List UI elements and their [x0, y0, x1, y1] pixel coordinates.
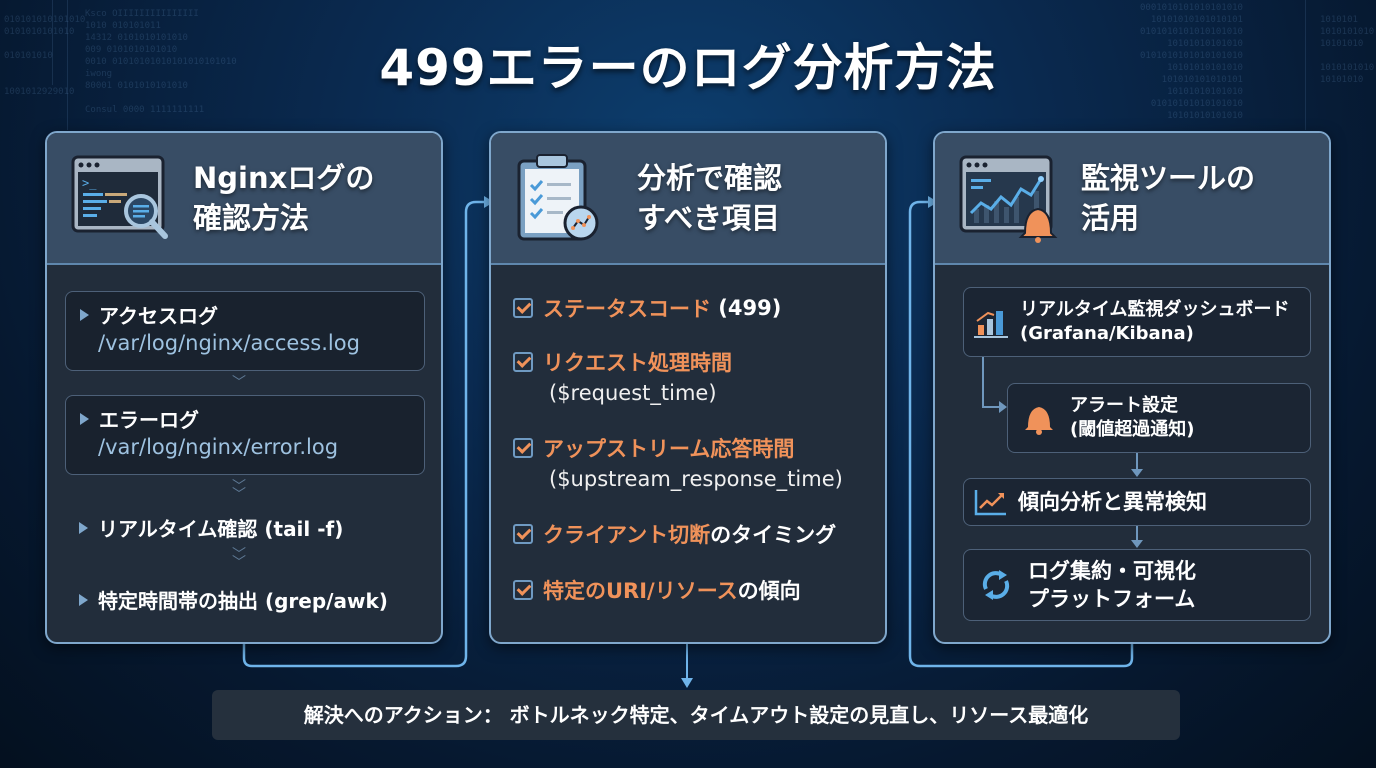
panel-analysis-items: 分析で確認 すべき項目 ステータスコード (499) リクエスト処理時間 ($r… [489, 131, 887, 644]
alert-line1: アラート設定 [1070, 395, 1178, 416]
background-code-right: 0001010101010101010 10101010101010101 01… [1140, 3, 1243, 121]
double-chevron-down-icon: ﹀﹀ [232, 479, 246, 503]
check-highlight: アップストリーム応答時間 [543, 437, 795, 461]
check-rest: の傾向 [737, 579, 801, 603]
trend-analysis-label: 傾向分析と異常検知 [1018, 490, 1207, 514]
refresh-icon [982, 570, 1010, 600]
terminal-search-icon: >_ [71, 155, 168, 239]
checkbox-checked-icon [513, 580, 533, 600]
triangle-bullet-icon [80, 412, 89, 425]
bell-icon [1025, 407, 1053, 435]
access-log-label: アクセスログ [99, 304, 218, 328]
realtime-check-item: リアルタイム確認 (tail -f) [79, 513, 343, 542]
platform-line1: ログ集約・可視化 [1028, 559, 1196, 583]
error-log-box[interactable]: エラーログ /var/log/nginx/error.log [65, 395, 425, 475]
check-sub: ($request_time) [549, 381, 717, 405]
check-highlight: ステータスコード [543, 297, 711, 321]
arrow-down-icon [1131, 526, 1143, 548]
clipboard-checklist-icon [517, 154, 599, 241]
check-item-request-time[interactable]: リクエスト処理時間 ($request_time) [513, 347, 732, 405]
panel-header: 監視ツールの 活用 [935, 133, 1329, 265]
alert-line2: (閾値超過通知) [1070, 419, 1195, 440]
panel-title-line2: すべき項目 [637, 201, 780, 235]
panel-nginx-log: >_ Nginxログの 確認方法 アクセスログ /var/log/nginx/a… [45, 131, 443, 644]
triangle-bullet-icon [80, 308, 89, 321]
background-code-left: Ksco OIIIIIIIIIIIIIII 1010 010101011 143… [85, 9, 237, 115]
chevron-down-icon: ﹀ [232, 375, 246, 391]
arrow-down-icon [1131, 453, 1143, 477]
check-rest: (499) [711, 296, 782, 320]
access-log-path: /var/log/nginx/access.log [98, 331, 360, 355]
check-highlight: リクエスト処理時間 [543, 351, 732, 375]
extract-label: 特定時間帯の抽出 (grep/awk) [98, 589, 388, 613]
panel-title-line1: Nginxログの [193, 161, 375, 195]
trend-analysis-box[interactable]: 傾向分析と異常検知 [963, 478, 1311, 526]
check-rest: のタイミング [710, 523, 837, 547]
dashboard-box[interactable]: リアルタイム監視ダッシュボード (Grafana/Kibana) [963, 287, 1311, 357]
page-title: 499エラーのログ分析方法 [379, 39, 997, 97]
check-highlight: 特定のURI/リソース [543, 579, 738, 603]
check-item-uri-trend[interactable]: 特定のURI/リソースの傾向 [513, 575, 801, 605]
checkbox-checked-icon [513, 352, 533, 372]
panel-header: >_ Nginxログの 確認方法 [47, 133, 441, 265]
error-log-path: /var/log/nginx/error.log [98, 435, 339, 459]
panel-title-line1: 分析で確認 [637, 161, 783, 195]
dashboard-line1: リアルタイム監視ダッシュボード [1020, 299, 1290, 320]
panel-monitoring-tools: 監視ツールの 活用 リアルタイム監視ダッシュボード (Grafana/Kiban… [933, 131, 1331, 644]
background-code-right-2: 1010101 1010101010 10101010 1010101010 1… [1320, 15, 1375, 85]
check-item-status-code[interactable]: ステータスコード (499) [513, 293, 781, 323]
panel-title-line2: 確認方法 [193, 201, 310, 235]
checkbox-checked-icon [513, 524, 533, 544]
check-item-upstream-time[interactable]: アップストリーム応答時間 ($upstream_response_time) [513, 433, 843, 491]
dashboard-bell-icon [959, 155, 1058, 243]
log-platform-box[interactable]: ログ集約・可視化 プラットフォーム [963, 549, 1311, 621]
resolution-action-bar: 解決へのアクション： ボトルネック特定、タイムアウト設定の見直し、リソース最適化 [212, 690, 1180, 740]
platform-line2: プラットフォーム [1028, 587, 1196, 611]
triangle-bullet-icon [79, 521, 88, 534]
alert-setting-box[interactable]: アラート設定 (閾値超過通知) [1007, 383, 1311, 453]
checkbox-checked-icon [513, 438, 533, 458]
extract-item: 特定時間帯の抽出 (grep/awk) [79, 585, 388, 614]
dashboard-line2: (Grafana/Kibana) [1020, 323, 1194, 344]
double-chevron-down-icon: ﹀﹀ [232, 547, 246, 571]
panel-title-line2: 活用 [1081, 201, 1140, 235]
trend-chart-icon [974, 490, 1006, 516]
svg-text:>_: >_ [82, 176, 97, 190]
check-item-client-disconnect[interactable]: クライアント切断のタイミング [513, 519, 836, 549]
triangle-bullet-icon [79, 593, 88, 606]
check-sub: ($upstream_response_time) [549, 467, 843, 491]
flow-arrow-icon [982, 357, 1007, 413]
check-highlight: クライアント切断 [543, 523, 711, 547]
panel-title-line1: 監視ツールの [1081, 161, 1256, 195]
background-line [52, 0, 53, 85]
panel-header: 分析で確認 すべき項目 [491, 133, 885, 265]
background-line [67, 0, 68, 130]
error-log-label: エラーログ [99, 408, 199, 432]
background-code-left-2: 010101010101010 0101010101010 010101010 … [4, 15, 86, 97]
background-line [1305, 0, 1306, 130]
access-log-box[interactable]: アクセスログ /var/log/nginx/access.log [65, 291, 425, 371]
bar-chart-icon [974, 311, 1008, 338]
checkbox-checked-icon [513, 298, 533, 318]
realtime-check-label: リアルタイム確認 (tail -f) [98, 517, 344, 541]
